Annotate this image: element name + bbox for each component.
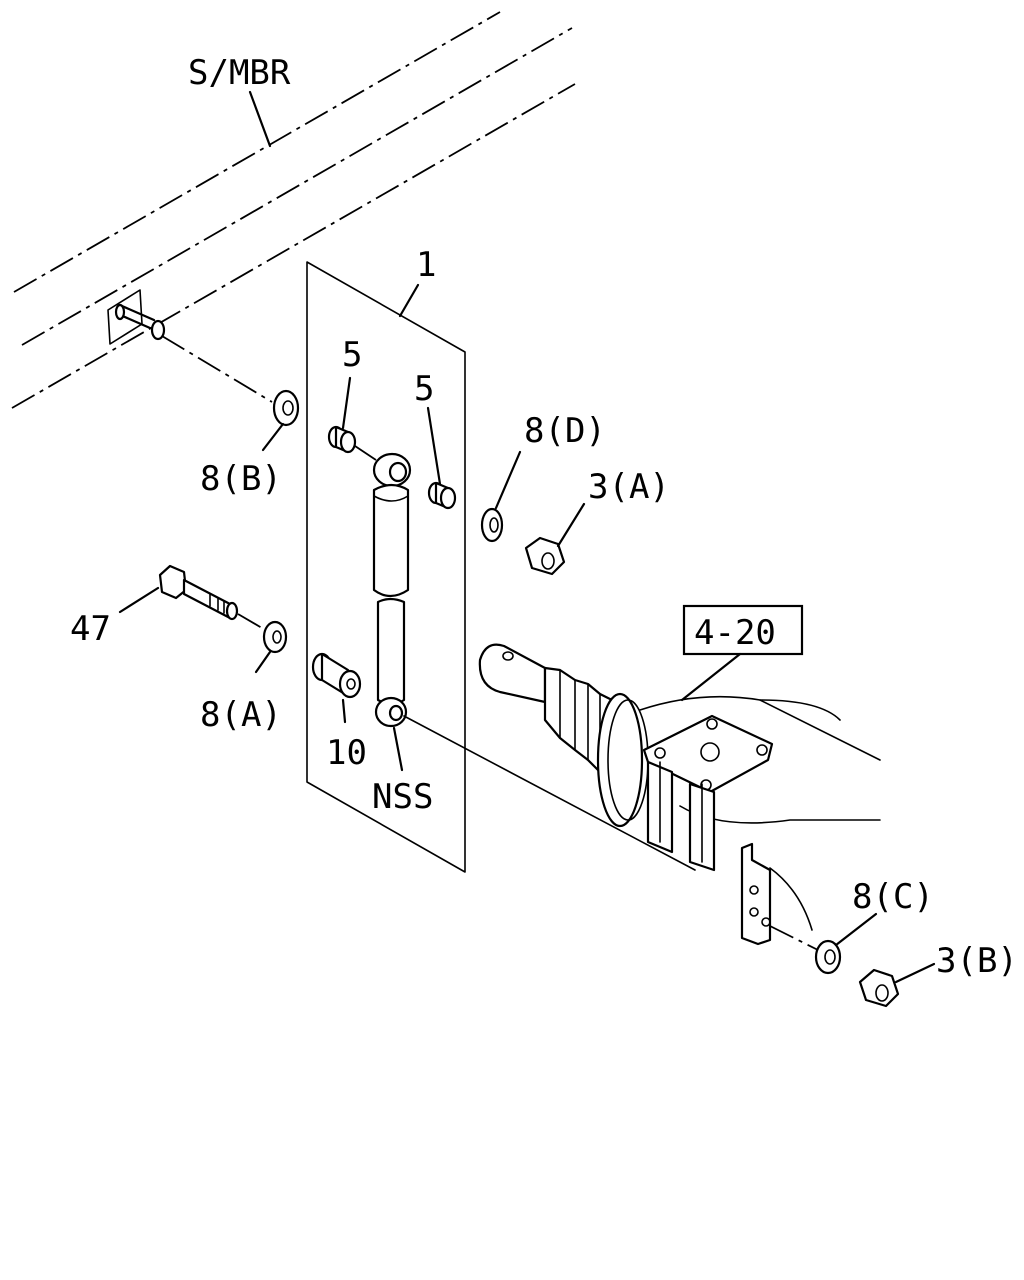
label-not-serviced: NSS (372, 777, 433, 817)
frame-member-leader (248, 90, 272, 148)
bushing-upper-left (327, 425, 357, 454)
axle-ref-box (682, 604, 804, 656)
bushing-lower (311, 652, 362, 699)
bushing-upper-right (427, 481, 457, 510)
label-axle-ref: 4-20 (694, 613, 776, 653)
label-frame-member: S/MBR (188, 53, 291, 93)
nut-b (858, 962, 936, 1008)
label-bolt: 47 (70, 609, 111, 649)
washer-d (480, 450, 522, 543)
label-washer-b: 8(B) (200, 459, 282, 499)
assembly-panel (306, 261, 466, 873)
label-washer-a: 8(A) (200, 695, 282, 735)
shock-absorber (372, 452, 412, 728)
washer-a (254, 620, 288, 674)
axle-ref-leader (680, 652, 742, 702)
washer-c (769, 912, 878, 975)
label-bushing-upper-right: 5 (414, 369, 434, 409)
label-nut-b: 3(B) (936, 941, 1018, 981)
assembly-leader (398, 283, 420, 318)
label-washer-d: 8(D) (524, 411, 606, 451)
label-washer-c: 8(C) (852, 877, 934, 917)
label-nut-a: 3(A) (588, 467, 670, 507)
label-bushing-upper-left: 5 (342, 335, 362, 375)
frame-side-member (11, 11, 576, 409)
label-shock-absorber: 1 (416, 245, 436, 285)
axle-assembly (478, 643, 881, 946)
nut-a (524, 502, 586, 576)
label-bushing-lower: 10 (326, 733, 367, 773)
bolt (118, 564, 263, 629)
washer-b (161, 335, 300, 452)
